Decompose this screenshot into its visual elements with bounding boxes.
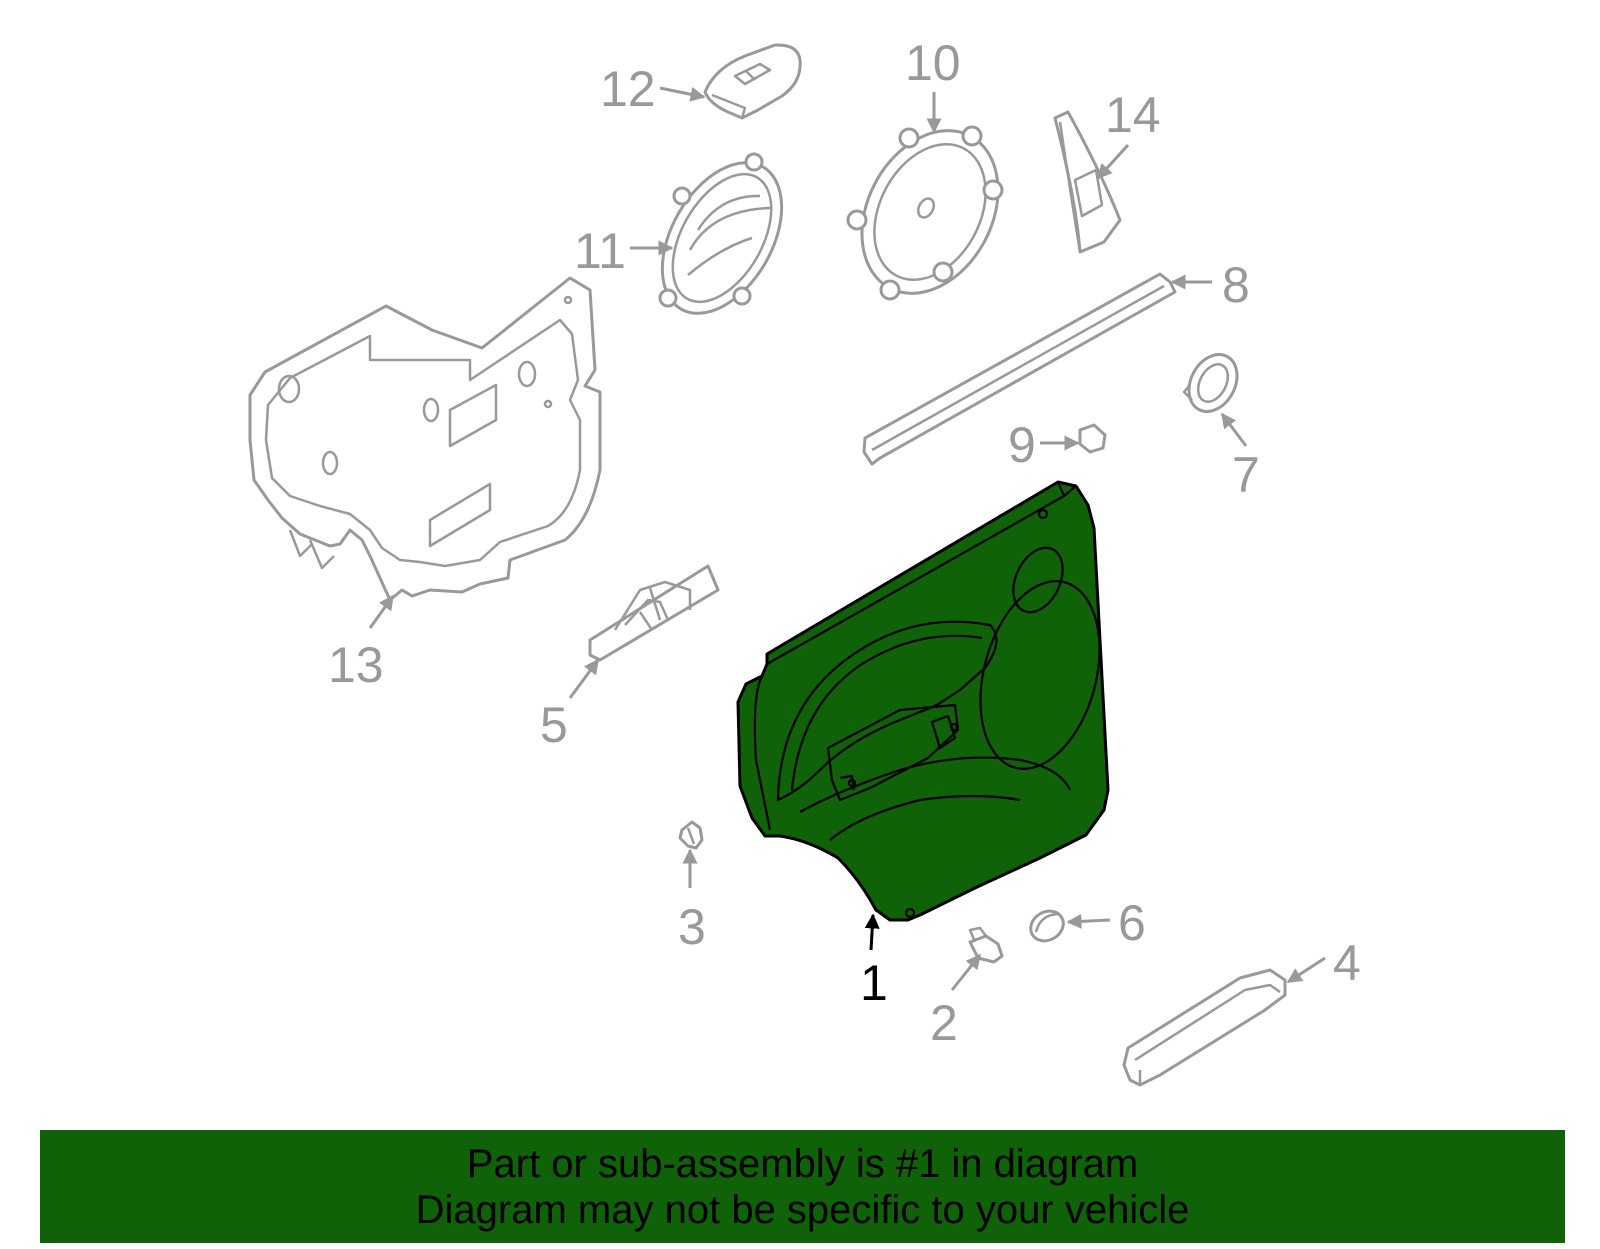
- callout-8: 8: [1222, 257, 1250, 313]
- callout-7: 7: [1232, 447, 1260, 503]
- callout-2: 2: [930, 995, 958, 1051]
- part-12-window-switch: [703, 43, 802, 120]
- part-3-push-clip: [678, 820, 704, 850]
- callout-3: 3: [678, 899, 706, 955]
- callout-12: 12: [600, 61, 656, 117]
- part-10-speaker: [846, 125, 1004, 301]
- callout-1: 1: [860, 955, 888, 1011]
- leader-12: [659, 86, 706, 102]
- leader-6: [1066, 913, 1111, 929]
- part-14-trim-piece: [1053, 110, 1122, 254]
- part-4-armrest: [1122, 968, 1287, 1087]
- part-13-inner-panel: [248, 276, 602, 602]
- part-9-nut: [1078, 423, 1107, 454]
- callout-14: 14: [1105, 87, 1161, 143]
- callout-6: 6: [1118, 895, 1146, 951]
- leader-7: [1220, 412, 1248, 447]
- part-8-weatherstrip: [862, 272, 1177, 466]
- leader-4: [1286, 956, 1326, 984]
- part-7-grommet: [1182, 353, 1239, 413]
- leader-14: [1096, 143, 1130, 180]
- leader-1: [864, 913, 880, 951]
- part-2-screw-clip: [968, 926, 1004, 964]
- info-banner: Part or sub-assembly is #1 in diagram Di…: [40, 1130, 1565, 1243]
- callout-11: 11: [574, 223, 626, 279]
- leader-13: [368, 594, 395, 629]
- part-5-bracket: [588, 564, 720, 662]
- callout-4: 4: [1333, 935, 1361, 991]
- callout-9: 9: [1008, 417, 1036, 473]
- callout-10: 10: [905, 35, 961, 91]
- part-1-door-trim-panel: [736, 480, 1110, 922]
- leader-5: [568, 658, 600, 699]
- leader-2: [950, 953, 982, 991]
- callout-5: 5: [540, 697, 568, 753]
- part-11-speaker-grille: [658, 152, 784, 315]
- part-6-cap: [1029, 909, 1065, 943]
- banner-line-1: Part or sub-assembly is #1 in diagram: [466, 1141, 1139, 1186]
- banner-line-2: Diagram may not be specific to your vehi…: [415, 1187, 1190, 1232]
- callout-13: 13: [328, 637, 384, 693]
